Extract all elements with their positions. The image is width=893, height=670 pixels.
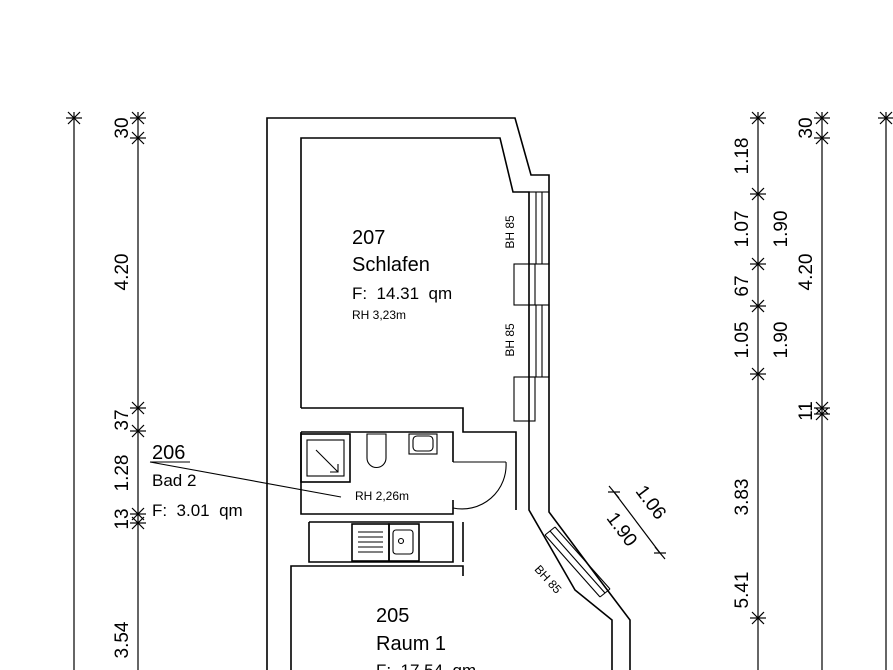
room-207-name: Schlafen <box>352 254 430 276</box>
sink-icon <box>408 433 438 455</box>
kitchen-sink-icon <box>388 523 420 562</box>
dim-right-1-18: 1.18 <box>732 138 753 175</box>
room-205-name: Raum 1 <box>376 633 446 655</box>
window-diagonal <box>544 526 611 598</box>
dim-right-30: 30 <box>796 117 817 138</box>
room-207-height: RH 3,23m <box>352 308 406 322</box>
dim-right-1-05: 1.05 <box>732 322 753 359</box>
window-label-upper: BH 85 <box>503 215 517 249</box>
stove-icon <box>351 523 390 562</box>
room-207-number: 207 <box>352 227 385 249</box>
room-206-label: 206 Bad 2 F: 3.01 qm RH 2,26m <box>149 442 409 520</box>
dimension-chain-left: 30 4.20 37 1.28 13 3.54 <box>66 111 146 670</box>
room-206-number: 206 <box>152 442 185 464</box>
room-206-height: RH 2,26m <box>355 489 409 503</box>
room-207-label: 207 Schlafen F: 14.31 qm RH 3,23m <box>352 227 452 322</box>
window-label-diagonal: BH 85 <box>532 562 565 596</box>
dim-left-13: 13 <box>112 508 133 529</box>
dim-left-37: 37 <box>112 409 133 430</box>
room-205-label: 205 Raum 1 F: 17.54 qm <box>376 605 476 670</box>
walls <box>266 117 631 670</box>
dim-diag-1-06: 1.06 <box>631 482 670 524</box>
shower-icon <box>300 433 351 483</box>
dim-right-1-90-a: 1.90 <box>771 211 792 248</box>
dim-right-5-41: 5.41 <box>732 572 753 609</box>
window-label-lower: BH 85 <box>503 323 517 357</box>
dimension-diagonal: 1.06 1.90 <box>602 482 670 560</box>
dim-right-1-90-b: 1.90 <box>771 322 792 359</box>
room-205-number: 205 <box>376 605 409 627</box>
dim-left-4-20: 4.20 <box>112 254 133 291</box>
room-206-name: Bad 2 <box>152 471 196 490</box>
door-bathroom <box>452 461 507 510</box>
dim-left-3-54: 3.54 <box>112 621 133 658</box>
room-206-area: F: 3.01 qm <box>152 501 243 520</box>
room-205-area: F: 17.54 qm <box>376 661 476 670</box>
dim-right-1-07: 1.07 <box>732 211 753 248</box>
window-lower <box>513 304 550 422</box>
dim-right-67: 67 <box>732 275 753 296</box>
room-207-area: F: 14.31 qm <box>352 284 452 303</box>
dim-left-30: 30 <box>112 117 133 138</box>
dim-right-4-20: 4.20 <box>796 254 817 291</box>
dimension-chain-right: 1.18 1.07 67 1.05 3.83 5.41 1.90 1.90 30… <box>732 111 893 670</box>
toilet-icon <box>366 433 387 469</box>
dim-right-3-83: 3.83 <box>732 479 753 516</box>
dim-diag-1-90: 1.90 <box>602 509 641 551</box>
window-upper <box>513 191 550 306</box>
dim-left-1-28: 1.28 <box>112 455 133 492</box>
dim-right-11: 11 <box>796 401 817 421</box>
